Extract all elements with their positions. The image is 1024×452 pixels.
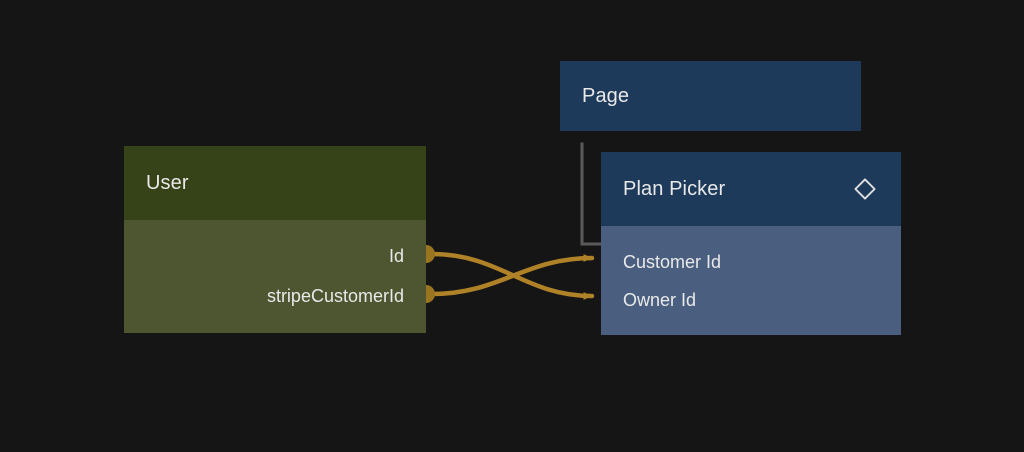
- node-user-title: User: [146, 171, 189, 194]
- node-plan-picker[interactable]: Plan Picker Customer Id Owner Id: [601, 152, 901, 335]
- node-page-header[interactable]: Page: [560, 61, 861, 131]
- node-plan-picker-body: Customer Id Owner Id: [601, 226, 901, 335]
- node-plan-picker-header[interactable]: Plan Picker: [601, 152, 901, 226]
- containment-bracket-page-plan-picker: [580, 142, 603, 246]
- field-label-user-stripecustomerid: stripeCustomerId: [266, 285, 404, 306]
- field-row-user-stripecustomerid[interactable]: stripeCustomerId: [124, 276, 426, 316]
- node-plan-picker-title: Plan Picker: [623, 177, 726, 200]
- diamond-icon[interactable]: [853, 177, 877, 201]
- node-page[interactable]: Page: [560, 61, 861, 131]
- node-user-body: Id stripeCustomerId: [124, 220, 426, 333]
- field-label-user-id: Id: [388, 245, 404, 266]
- edge-user-stripecustomerid-to-customer-id: [429, 254, 595, 297]
- node-user[interactable]: User Id stripeCustomerId: [124, 146, 426, 333]
- field-row-owner-id[interactable]: Owner Id: [601, 281, 901, 319]
- field-row-user-id[interactable]: Id: [124, 236, 426, 276]
- field-label-customer-id: Customer Id: [623, 251, 722, 272]
- node-page-title: Page: [582, 84, 630, 107]
- edge-user-id-to-owner-id: [429, 251, 595, 300]
- field-row-customer-id[interactable]: Customer Id: [601, 243, 901, 281]
- node-user-header[interactable]: User: [124, 146, 426, 220]
- field-label-owner-id: Owner Id: [623, 289, 697, 310]
